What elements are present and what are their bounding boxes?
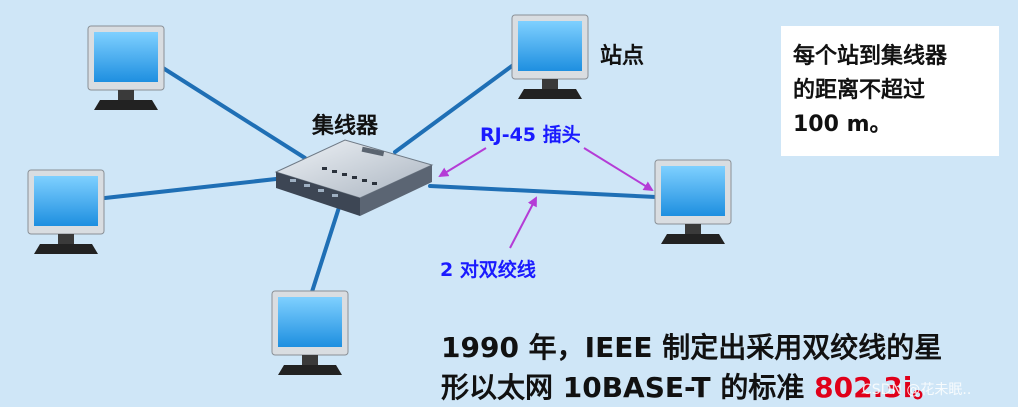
cable-top-left bbox=[161, 66, 307, 160]
cable-top-right bbox=[393, 58, 522, 154]
computer-monitor-icon-left bbox=[27, 169, 105, 255]
cable-left bbox=[103, 176, 287, 200]
rj45-plug-label: RJ-45 插头 bbox=[480, 124, 581, 146]
computer-monitor-icon-right bbox=[654, 159, 732, 245]
distance-note: 每个站到集线器 的距离不超过 100 m。 bbox=[781, 26, 999, 156]
note-line-1: 每个站到集线器 bbox=[793, 44, 948, 69]
twisted-pair-label: 2 对双绞线 bbox=[440, 259, 536, 281]
cable-right bbox=[428, 184, 658, 199]
watermark: CSDN @花未眠.. bbox=[862, 382, 972, 398]
hub-icon bbox=[274, 139, 434, 216]
standard-name-highlight: 802.3i。 bbox=[814, 371, 941, 404]
caption-line-1: 1990 年，IEEE 制定出采用双绞线的星 bbox=[441, 331, 943, 364]
history-caption: 1990 年，IEEE 制定出采用双绞线的星 形以太网 10BASE-T 的标准… bbox=[441, 328, 942, 407]
computer-monitor-icon-top-right bbox=[511, 14, 589, 100]
cable-bottom bbox=[308, 196, 344, 300]
arrow-to-cable bbox=[509, 196, 537, 249]
caption-line-2-text: 形以太网 10BASE-T 的标准 bbox=[441, 371, 815, 404]
note-line-3: 100 m。 bbox=[793, 112, 892, 137]
annotation-arrows bbox=[438, 147, 654, 249]
arrow-to-pc-port bbox=[583, 147, 654, 192]
note-line-2: 的距离不超过 bbox=[793, 78, 926, 103]
arrow-to-hub-port bbox=[438, 147, 487, 178]
computer-monitor-icon-top-left bbox=[87, 25, 165, 111]
computer-monitor-icon-bottom bbox=[271, 290, 349, 376]
caption-line-2: 形以太网 10BASE-T 的标准 802.3i。 bbox=[441, 368, 942, 407]
cables bbox=[103, 58, 658, 300]
station-label: 站点 bbox=[600, 44, 645, 69]
hub-label: 集线器 bbox=[312, 114, 379, 139]
